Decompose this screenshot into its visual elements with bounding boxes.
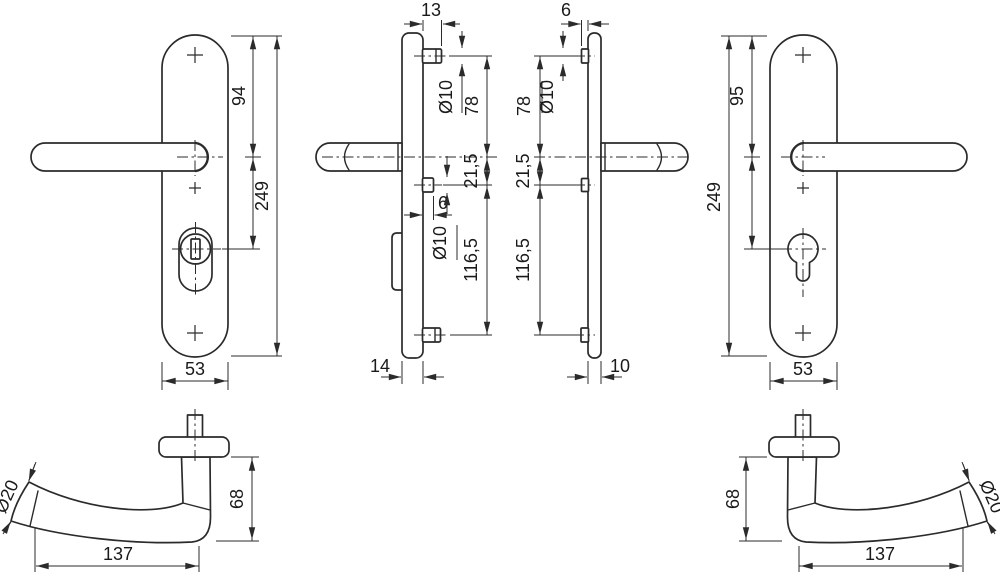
dim-dia20 xyxy=(1,461,37,535)
dim-21-5-label: 21,5 xyxy=(513,153,533,188)
dim-137-label: 137 xyxy=(865,544,895,564)
dim-6-top-label: 6 xyxy=(561,0,571,20)
lever-right-view-labels: Ø20 68 137 xyxy=(723,477,1000,564)
dim-handle-to-cylinder xyxy=(744,158,791,250)
dim-21-5-label: 21,5 xyxy=(461,153,481,188)
screw-cross-top xyxy=(187,47,203,63)
screw-cross-middle xyxy=(189,182,201,194)
dim-116-5-label: 116,5 xyxy=(461,238,481,282)
dim-13-label: 13 xyxy=(421,0,441,20)
backplate-profile xyxy=(587,32,602,359)
dim-dia10-mid-label: Ø10 xyxy=(430,226,450,260)
backplate-outline xyxy=(161,34,229,358)
rose-flange xyxy=(158,436,230,458)
dim-6-mid-label: 6 xyxy=(438,193,448,213)
lever-left-view-labels: Ø20 68 137 xyxy=(0,477,247,564)
dim-14: 14 xyxy=(370,356,444,384)
dim-68-label: 68 xyxy=(227,489,247,509)
dim-dia10-top: Ø10 xyxy=(537,31,567,114)
front-right-view: 249 95 53 xyxy=(704,34,968,390)
dim-dia10-mid: Ø10 xyxy=(430,156,458,260)
side-right-view: 6 Ø10 78 21,5 116,5 xyxy=(513,0,692,384)
dim-116-5-label: 116,5 xyxy=(513,238,533,282)
lever-left-view-geometry xyxy=(1,409,259,572)
dim-dia10-top: Ø10 xyxy=(436,31,466,114)
dim-78-label: 78 xyxy=(514,96,534,116)
lever-body xyxy=(10,456,212,544)
dim-94-label: 94 xyxy=(229,86,249,106)
dim-10: 10 xyxy=(567,356,630,384)
screw-cross-top xyxy=(795,47,811,63)
dim-137 xyxy=(34,528,200,572)
dim-6-top: 6 xyxy=(561,0,609,46)
dim-dia10-top-label: Ø10 xyxy=(436,80,456,114)
dim-21-5: 21,5 xyxy=(513,153,579,189)
dim-13: 13 xyxy=(404,0,460,46)
dim-249-label: 249 xyxy=(704,182,724,212)
side-left-view: 13 Ø10 78 21,5 6 xyxy=(315,0,497,384)
centerlines xyxy=(322,55,497,336)
screw-cross-middle xyxy=(797,182,809,194)
dim-249: 249 xyxy=(231,36,282,357)
dim-handle-to-cylinder xyxy=(222,157,260,250)
dim-53-label: 53 xyxy=(793,359,813,379)
centerlines xyxy=(172,140,223,297)
dim-6-mid: 6 xyxy=(404,193,452,220)
dim-68 xyxy=(216,456,259,542)
dim-78-label: 78 xyxy=(462,96,482,116)
dim-14-label: 14 xyxy=(370,356,390,376)
dim-21-5: 21,5 xyxy=(443,153,492,189)
backplate-outline xyxy=(769,34,838,358)
screw-cross-bottom xyxy=(795,325,811,341)
dim-137-label: 137 xyxy=(103,544,133,564)
dim-116-5: 116,5 xyxy=(450,186,492,336)
screw-hole-crosses xyxy=(187,47,203,341)
front-left-view: 94 249 53 xyxy=(30,34,282,390)
dim-95: 95 xyxy=(727,36,760,249)
backplate-profile xyxy=(401,32,424,359)
screw-hole-crosses xyxy=(795,47,811,341)
dim-116-5: 116,5 xyxy=(513,186,578,336)
dim-53: 53 xyxy=(769,359,838,390)
screw-cross-bottom xyxy=(187,325,203,341)
dim-10-label: 10 xyxy=(610,356,630,376)
grip-end-seam xyxy=(29,490,39,527)
dim-94: 94 xyxy=(229,35,282,158)
dim-78: 78 xyxy=(514,55,578,335)
dim-68-label: 68 xyxy=(723,489,743,509)
dim-53: 53 xyxy=(161,359,229,390)
dim-249-label: 249 xyxy=(252,181,272,211)
dim-dia10-top-label: Ø10 xyxy=(537,80,557,114)
dim-95-label: 95 xyxy=(727,86,747,106)
dim-53-label: 53 xyxy=(185,359,205,379)
cylinder-cover-bump xyxy=(391,232,404,291)
neck-miter-line xyxy=(182,502,211,511)
dim-249: 249 xyxy=(704,35,767,357)
